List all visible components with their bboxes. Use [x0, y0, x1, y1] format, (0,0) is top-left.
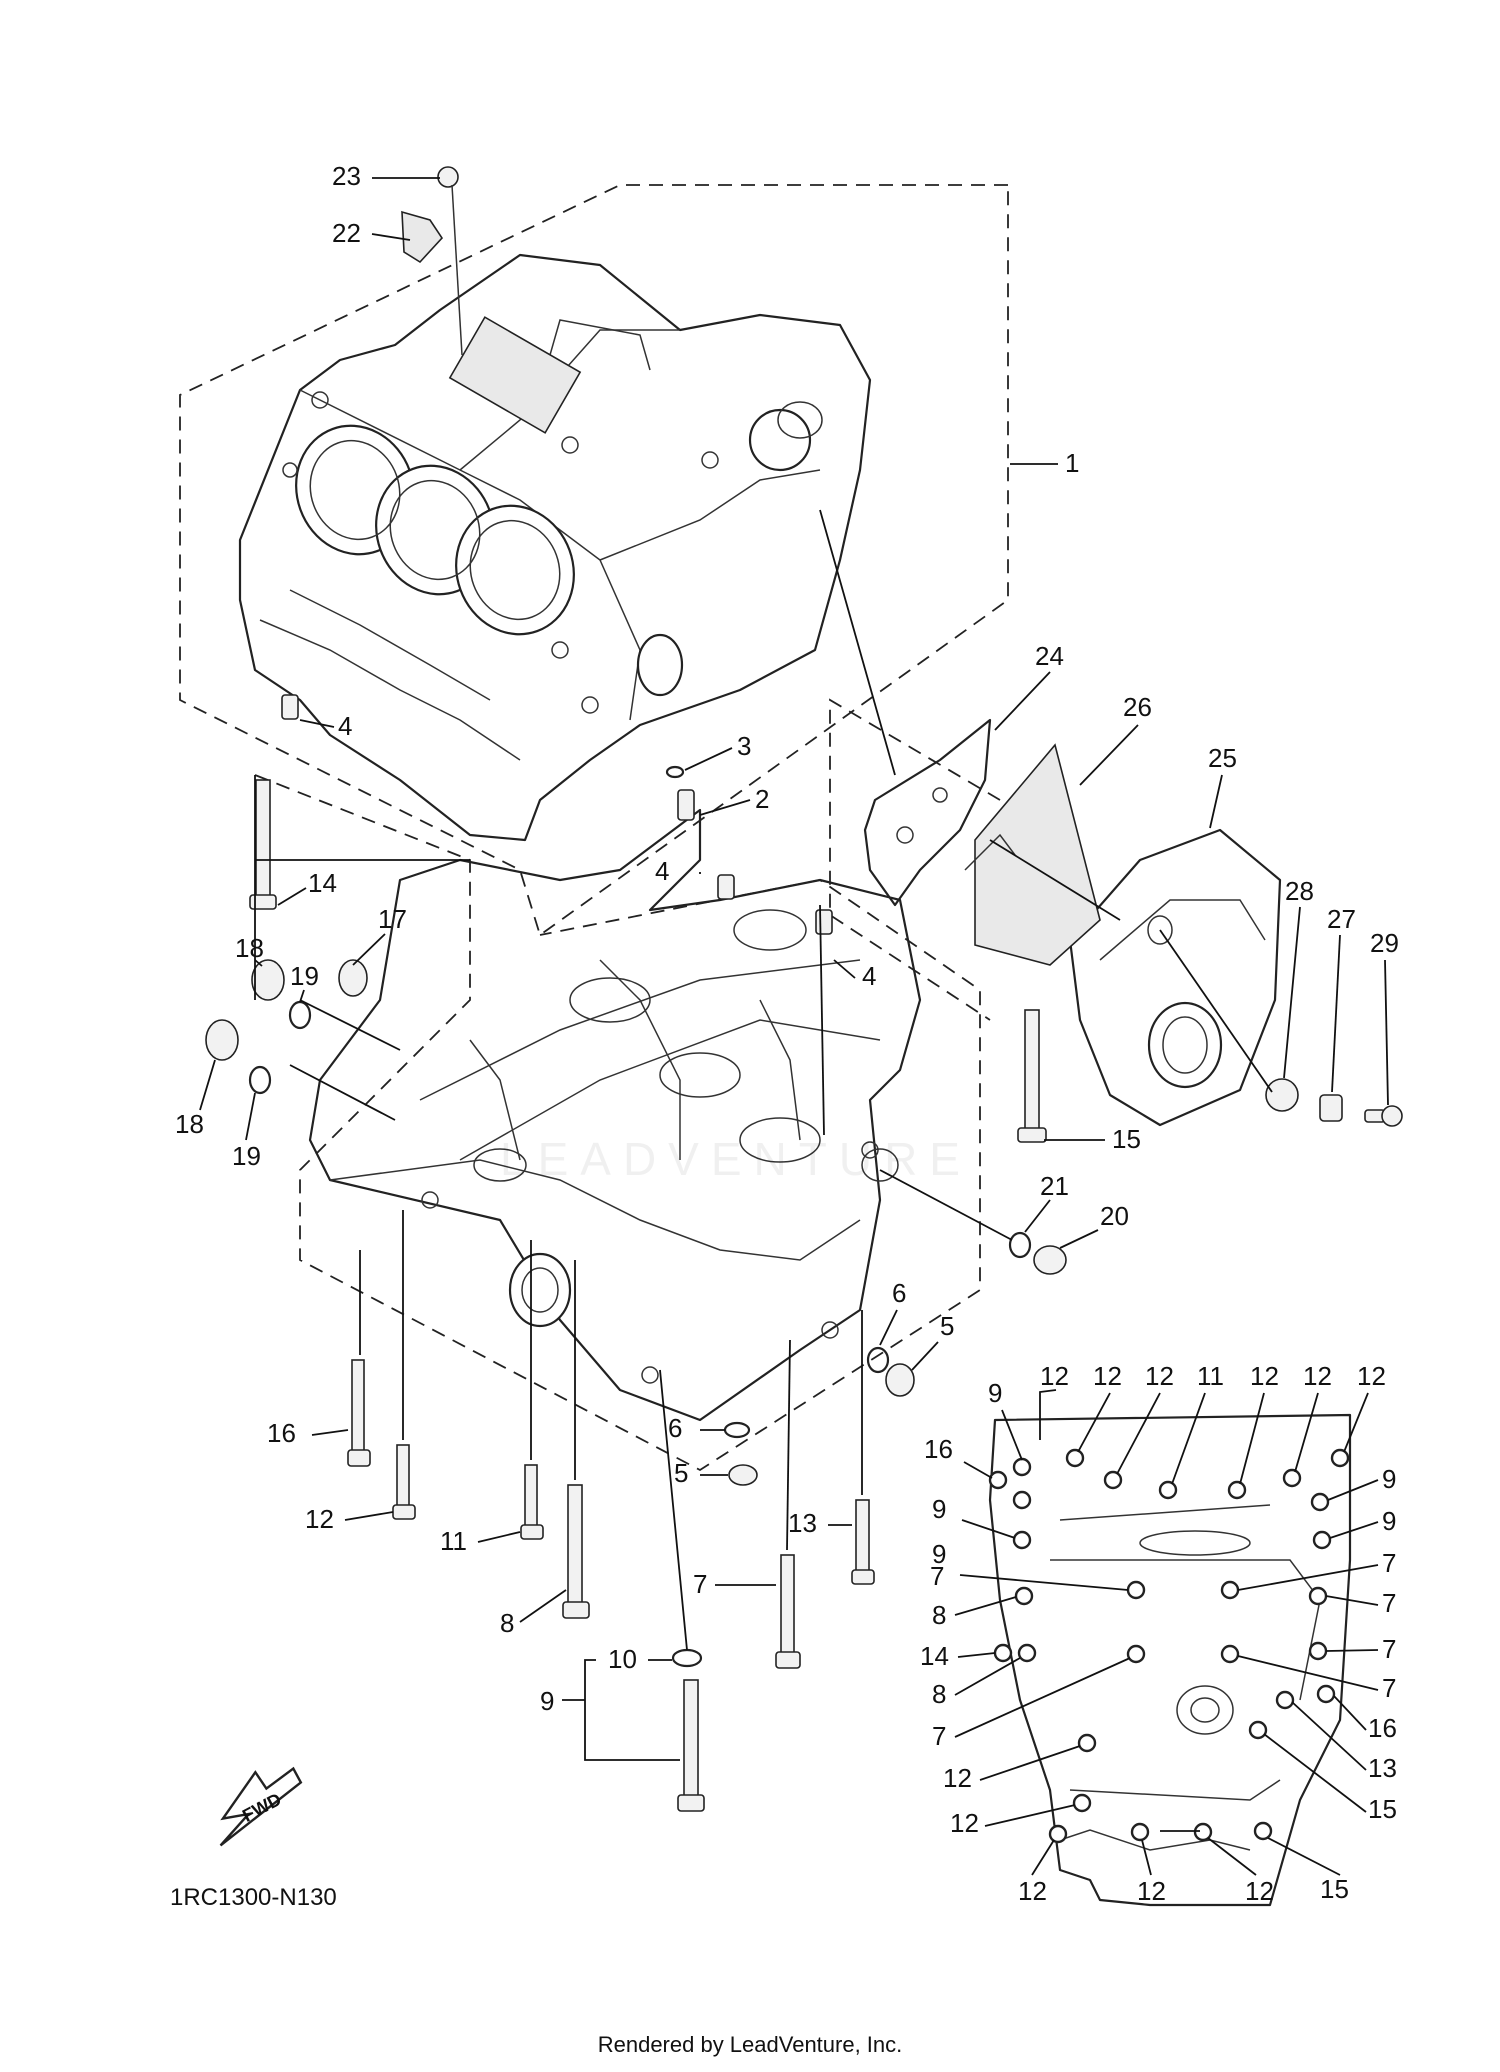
- bolt-map-13: 13: [1368, 1753, 1397, 1783]
- bolt-map-15: 15: [1320, 1874, 1349, 1904]
- bolt-map-12: 12: [1018, 1876, 1047, 1906]
- bolt-map-7: 7: [932, 1721, 946, 1751]
- diagram-code: 1RC1300-N130: [170, 1884, 337, 1911]
- callout-1: 1: [1065, 448, 1079, 478]
- callout-17: 17: [378, 904, 407, 934]
- callout-23: 23: [332, 161, 361, 191]
- callout-20: 20: [1100, 1201, 1129, 1231]
- side-cover: [1068, 828, 1282, 1127]
- callout-19: 19: [232, 1141, 261, 1171]
- callout-3: 3: [737, 731, 751, 761]
- callout-21: 21: [1040, 1171, 1069, 1201]
- callout-6: 6: [892, 1278, 906, 1308]
- bolt-map-holes: [988, 1448, 1350, 1844]
- bolt-map-16: 16: [924, 1434, 953, 1464]
- callout-14: 14: [308, 868, 337, 898]
- bolt-map-12: 12: [1250, 1361, 1279, 1391]
- callout-15: 15: [1112, 1124, 1141, 1154]
- bolt-map-12: 12: [1357, 1361, 1386, 1391]
- bolt-map-7: 7: [1382, 1548, 1396, 1578]
- bolt-map-14: 14: [920, 1641, 949, 1671]
- bolt-map-8: 8: [932, 1600, 946, 1630]
- watermark: LEADVENTURE: [500, 1133, 972, 1185]
- bolt-map-15: 15: [1368, 1794, 1397, 1824]
- lower-crankcase: [308, 808, 922, 1422]
- bolt-map-9: 9: [988, 1378, 1002, 1408]
- callout-28: 28: [1285, 876, 1314, 906]
- bolt-map-9: 9: [1382, 1464, 1396, 1494]
- fasteners: [205, 166, 1403, 1812]
- bolt-map-12: 12: [1145, 1361, 1174, 1391]
- callout-27: 27: [1327, 904, 1356, 934]
- callout-7: 7: [693, 1569, 707, 1599]
- bolt-map-9: 9: [932, 1539, 946, 1569]
- bolt-map-8: 8: [932, 1679, 946, 1709]
- breather-bracket: [863, 718, 992, 907]
- callout-18: 18: [175, 1109, 204, 1139]
- bolt-map-12: 12: [1303, 1361, 1332, 1391]
- callout-6: 6: [668, 1413, 682, 1443]
- bolt-map-leaders: [954, 1389, 1379, 1876]
- callout-5: 5: [940, 1311, 954, 1341]
- bolt-map-9: 9: [932, 1494, 946, 1524]
- bolt-map-12: 12: [943, 1763, 972, 1793]
- fwd-arrow-icon: FWD: [219, 1766, 303, 1847]
- bolt-map-12: 12: [1137, 1876, 1166, 1906]
- callout-12: 12: [305, 1504, 334, 1534]
- bolt-map-11: 11: [1197, 1361, 1224, 1391]
- callout-24: 24: [1035, 641, 1064, 671]
- callout-leaders: [199, 177, 1389, 1761]
- callout-10: 10: [608, 1644, 637, 1674]
- bolt-map-7: 7: [1382, 1588, 1396, 1618]
- alignment-lines: [254, 509, 1273, 1651]
- upper-crankcase: [238, 253, 872, 842]
- bolt-map-12: 12: [950, 1808, 979, 1838]
- footer-credit: Rendered by LeadVenture, Inc.: [598, 2032, 903, 2057]
- bolt-map-16: 16: [1368, 1713, 1397, 1743]
- callout-29: 29: [1370, 928, 1399, 958]
- gasket: [964, 743, 1101, 966]
- assembly-boundaries: [179, 184, 1009, 1472]
- callout-18: 18: [235, 933, 264, 963]
- callout-9: 9: [540, 1686, 554, 1716]
- callout-labels: 23 22 1 4 3 2 24 26 25 28 27 29 14 17 18…: [175, 161, 1399, 1716]
- callout-26: 26: [1123, 692, 1152, 722]
- bolt-map-7: 7: [930, 1561, 944, 1591]
- callout-8: 8: [500, 1608, 514, 1638]
- callout-2: 2: [755, 784, 769, 814]
- bolt-map-7: 7: [1382, 1673, 1396, 1703]
- callout-11: 11: [440, 1526, 467, 1556]
- bolt-map-12: 12: [1245, 1876, 1274, 1906]
- callout-22: 22: [332, 218, 361, 248]
- callout-4: 4: [338, 711, 352, 741]
- callout-4: 4: [862, 961, 876, 991]
- bolt-map-12: 12: [1093, 1361, 1122, 1391]
- bolt-map-9: 9: [1382, 1506, 1396, 1536]
- callout-13: 13: [788, 1508, 817, 1538]
- bolt-map-labels: 9 12 12 12 11 12 12 12 16 9 9 9 9 7 7 8 …: [920, 1361, 1397, 1906]
- callout-19: 19: [290, 961, 319, 991]
- callout-16: 16: [267, 1418, 296, 1448]
- callout-5: 5: [674, 1458, 688, 1488]
- callout-25: 25: [1208, 743, 1237, 773]
- callout-4: 4: [655, 856, 669, 886]
- bolt-map-7: 7: [1382, 1634, 1396, 1664]
- bolt-map-12: 12: [1040, 1361, 1069, 1391]
